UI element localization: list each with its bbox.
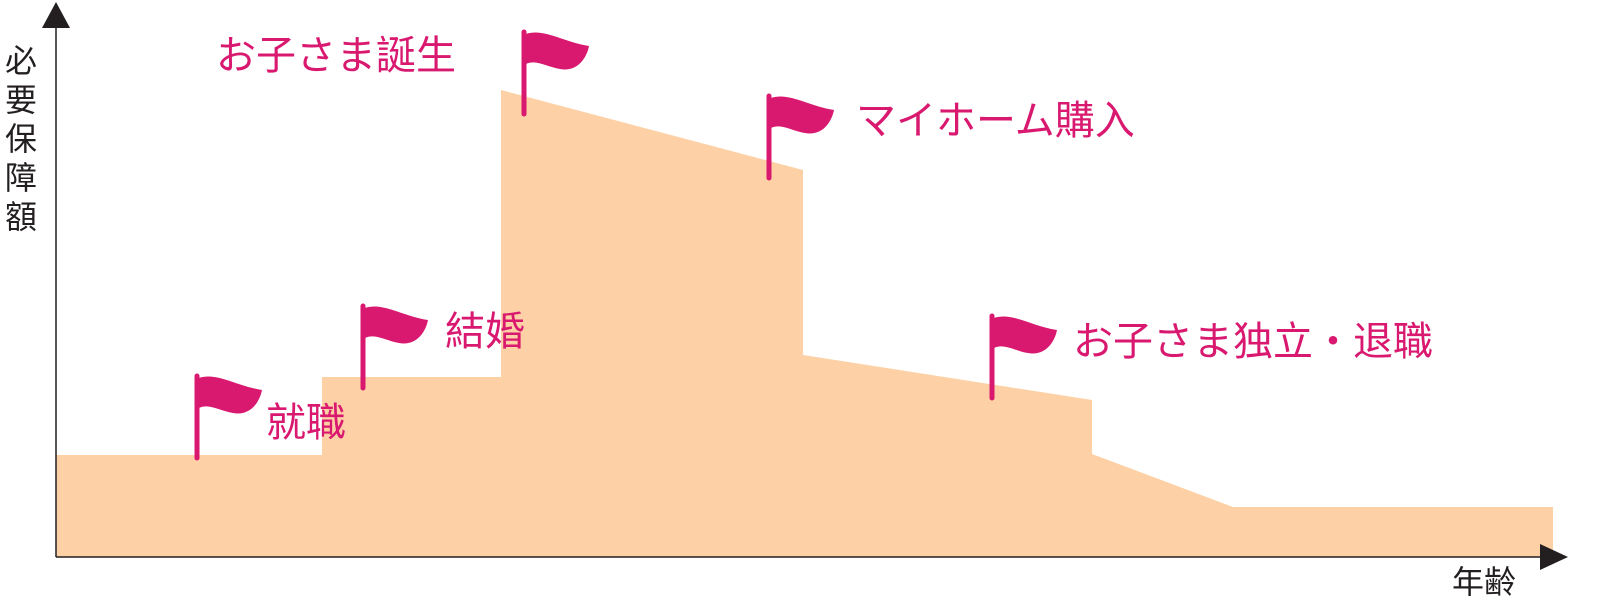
x-axis-arrow-icon bbox=[1540, 544, 1568, 570]
event-label-employment: 就職 bbox=[266, 400, 346, 446]
flag-icon bbox=[360, 303, 428, 391]
y-axis-label: 必要保障額 bbox=[4, 42, 37, 236]
event-label-child-independence-retirement: お子さま独立・退職 bbox=[1073, 319, 1433, 365]
flag-icon bbox=[989, 313, 1057, 401]
flag-icon bbox=[521, 29, 589, 117]
required-coverage-area bbox=[56, 90, 1553, 557]
flag-icon bbox=[194, 373, 262, 461]
flag-icon bbox=[766, 93, 834, 181]
x-axis-label: 年齢 bbox=[1452, 563, 1517, 601]
event-label-child-birth: お子さま誕生 bbox=[216, 33, 456, 79]
y-axis-arrow-icon bbox=[42, 2, 70, 28]
event-label-marriage: 結婚 bbox=[445, 309, 525, 355]
event-label-home-purchase: マイホーム購入 bbox=[856, 98, 1135, 144]
